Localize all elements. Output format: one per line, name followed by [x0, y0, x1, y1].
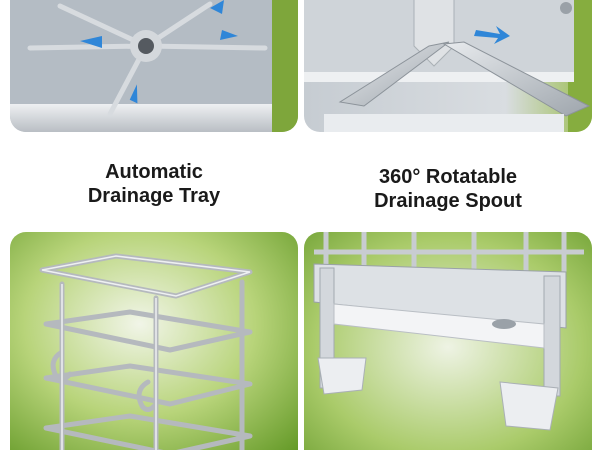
arrow-icon — [474, 26, 510, 44]
arrow-icon — [80, 0, 238, 104]
rack-frame-photo — [10, 232, 298, 450]
caption-rotatable-spout: 360° Rotatable Drainage Spout — [304, 165, 592, 213]
caption-drainage-tray: Automatic Drainage Tray — [10, 160, 298, 208]
caption-line: Drainage Tray — [87, 185, 221, 207]
rotatable-spout-photo — [304, 0, 592, 132]
caption-line: Automatic — [105, 161, 203, 183]
rack-base-photo — [304, 232, 592, 450]
drainage-tray-photo — [10, 0, 298, 132]
caption-line: 360° Rotatable — [378, 166, 518, 188]
caption-line: Drainage Spout — [374, 190, 522, 212]
